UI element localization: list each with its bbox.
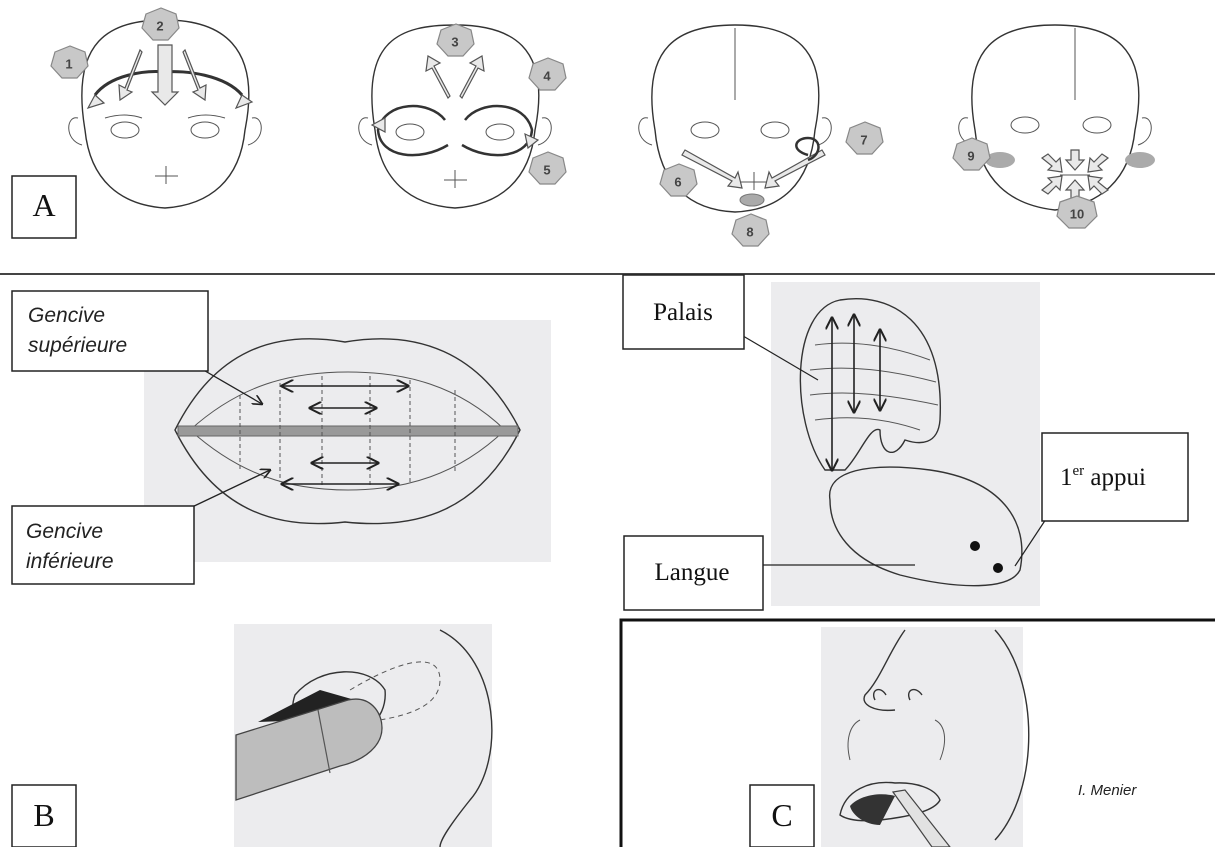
gencive-superieure-label: Gencive supérieure <box>12 291 208 371</box>
premier-appui-label: 1er appui <box>1042 433 1188 521</box>
panel-c-illustration <box>821 627 1029 847</box>
langue-label: Langue <box>624 536 763 610</box>
svg-text:4: 4 <box>543 69 551 84</box>
gencive-inferieure-label: Gencive inférieure <box>12 506 194 584</box>
step-badge-1: 1 <box>51 46 88 78</box>
svg-text:1: 1 <box>65 57 72 72</box>
step-badge-3: 3 <box>437 24 474 56</box>
svg-text:7: 7 <box>860 133 867 148</box>
palais-label: Palais <box>623 275 744 349</box>
panel-c-label: C <box>750 785 814 847</box>
svg-text:Langue: Langue <box>655 559 730 586</box>
face-4 <box>959 25 1155 210</box>
panel-b-illustration <box>234 624 492 847</box>
svg-text:10: 10 <box>1070 207 1084 222</box>
svg-text:C: C <box>771 797 792 833</box>
svg-text:6: 6 <box>674 175 681 190</box>
svg-text:A: A <box>32 187 55 223</box>
svg-text:2: 2 <box>156 19 163 34</box>
svg-text:9: 9 <box>967 149 974 164</box>
panel-a: 1 2 3 4 5 6 7 8 9 10 A <box>12 8 1155 246</box>
step-badge-7: 7 <box>846 122 883 154</box>
svg-text:Gencive: Gencive <box>28 304 105 327</box>
svg-text:Gencive: Gencive <box>26 520 103 543</box>
step-badge-5: 5 <box>529 152 566 184</box>
step-badge-2: 2 <box>142 8 179 40</box>
svg-text:inférieure: inférieure <box>26 550 114 573</box>
palate-tongue-diagram <box>738 282 1048 606</box>
svg-text:3: 3 <box>451 35 458 50</box>
step-badge-8: 8 <box>732 214 769 246</box>
panel-a-label: A <box>12 176 76 238</box>
svg-text:supérieure: supérieure <box>28 334 127 357</box>
face-1 <box>69 20 262 208</box>
svg-text:B: B <box>33 797 54 833</box>
panel-b-label: B <box>12 785 76 847</box>
svg-text:Palais: Palais <box>653 299 713 326</box>
step-badge-4: 4 <box>529 58 566 90</box>
step-badge-6: 6 <box>660 164 697 196</box>
step-badge-10: 10 <box>1057 196 1097 228</box>
svg-text:5: 5 <box>543 163 550 178</box>
svg-text:8: 8 <box>746 225 753 240</box>
illustrator-credit: I. Menier <box>1078 782 1137 799</box>
